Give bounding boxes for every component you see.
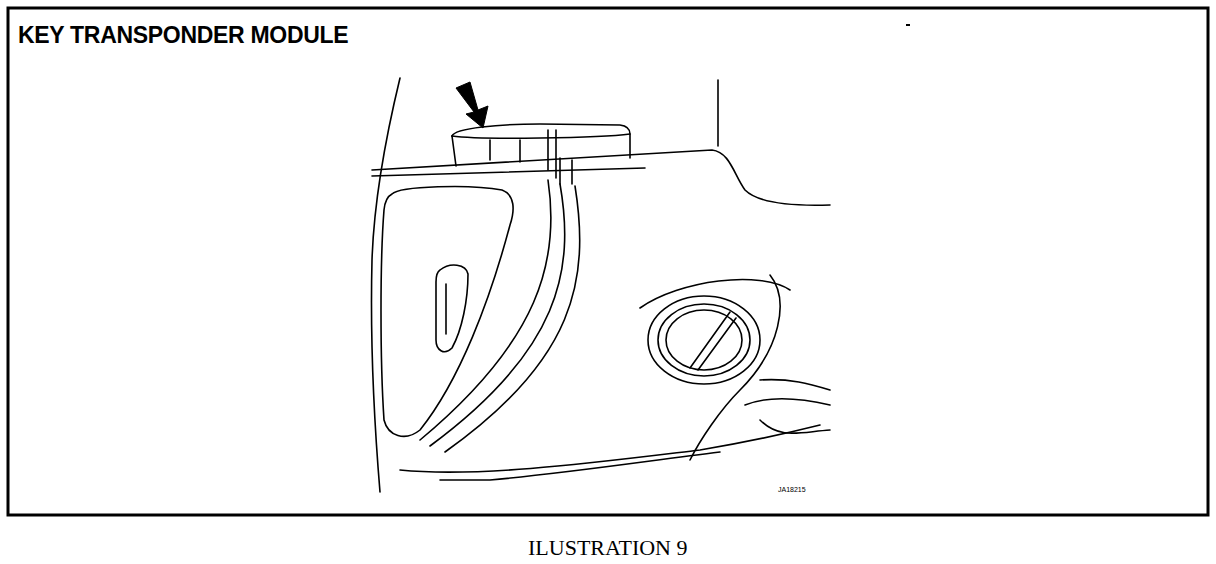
figure-title: KEY TRANSPONDER MODULE	[18, 22, 348, 49]
print-mark	[906, 24, 910, 26]
figure-caption: ILUSTRATION 9	[528, 535, 688, 561]
pointer-arrow	[456, 82, 488, 128]
frame-border	[8, 8, 1208, 515]
dashboard-lines	[371, 78, 830, 492]
drawing-code: JA18215	[778, 486, 806, 493]
